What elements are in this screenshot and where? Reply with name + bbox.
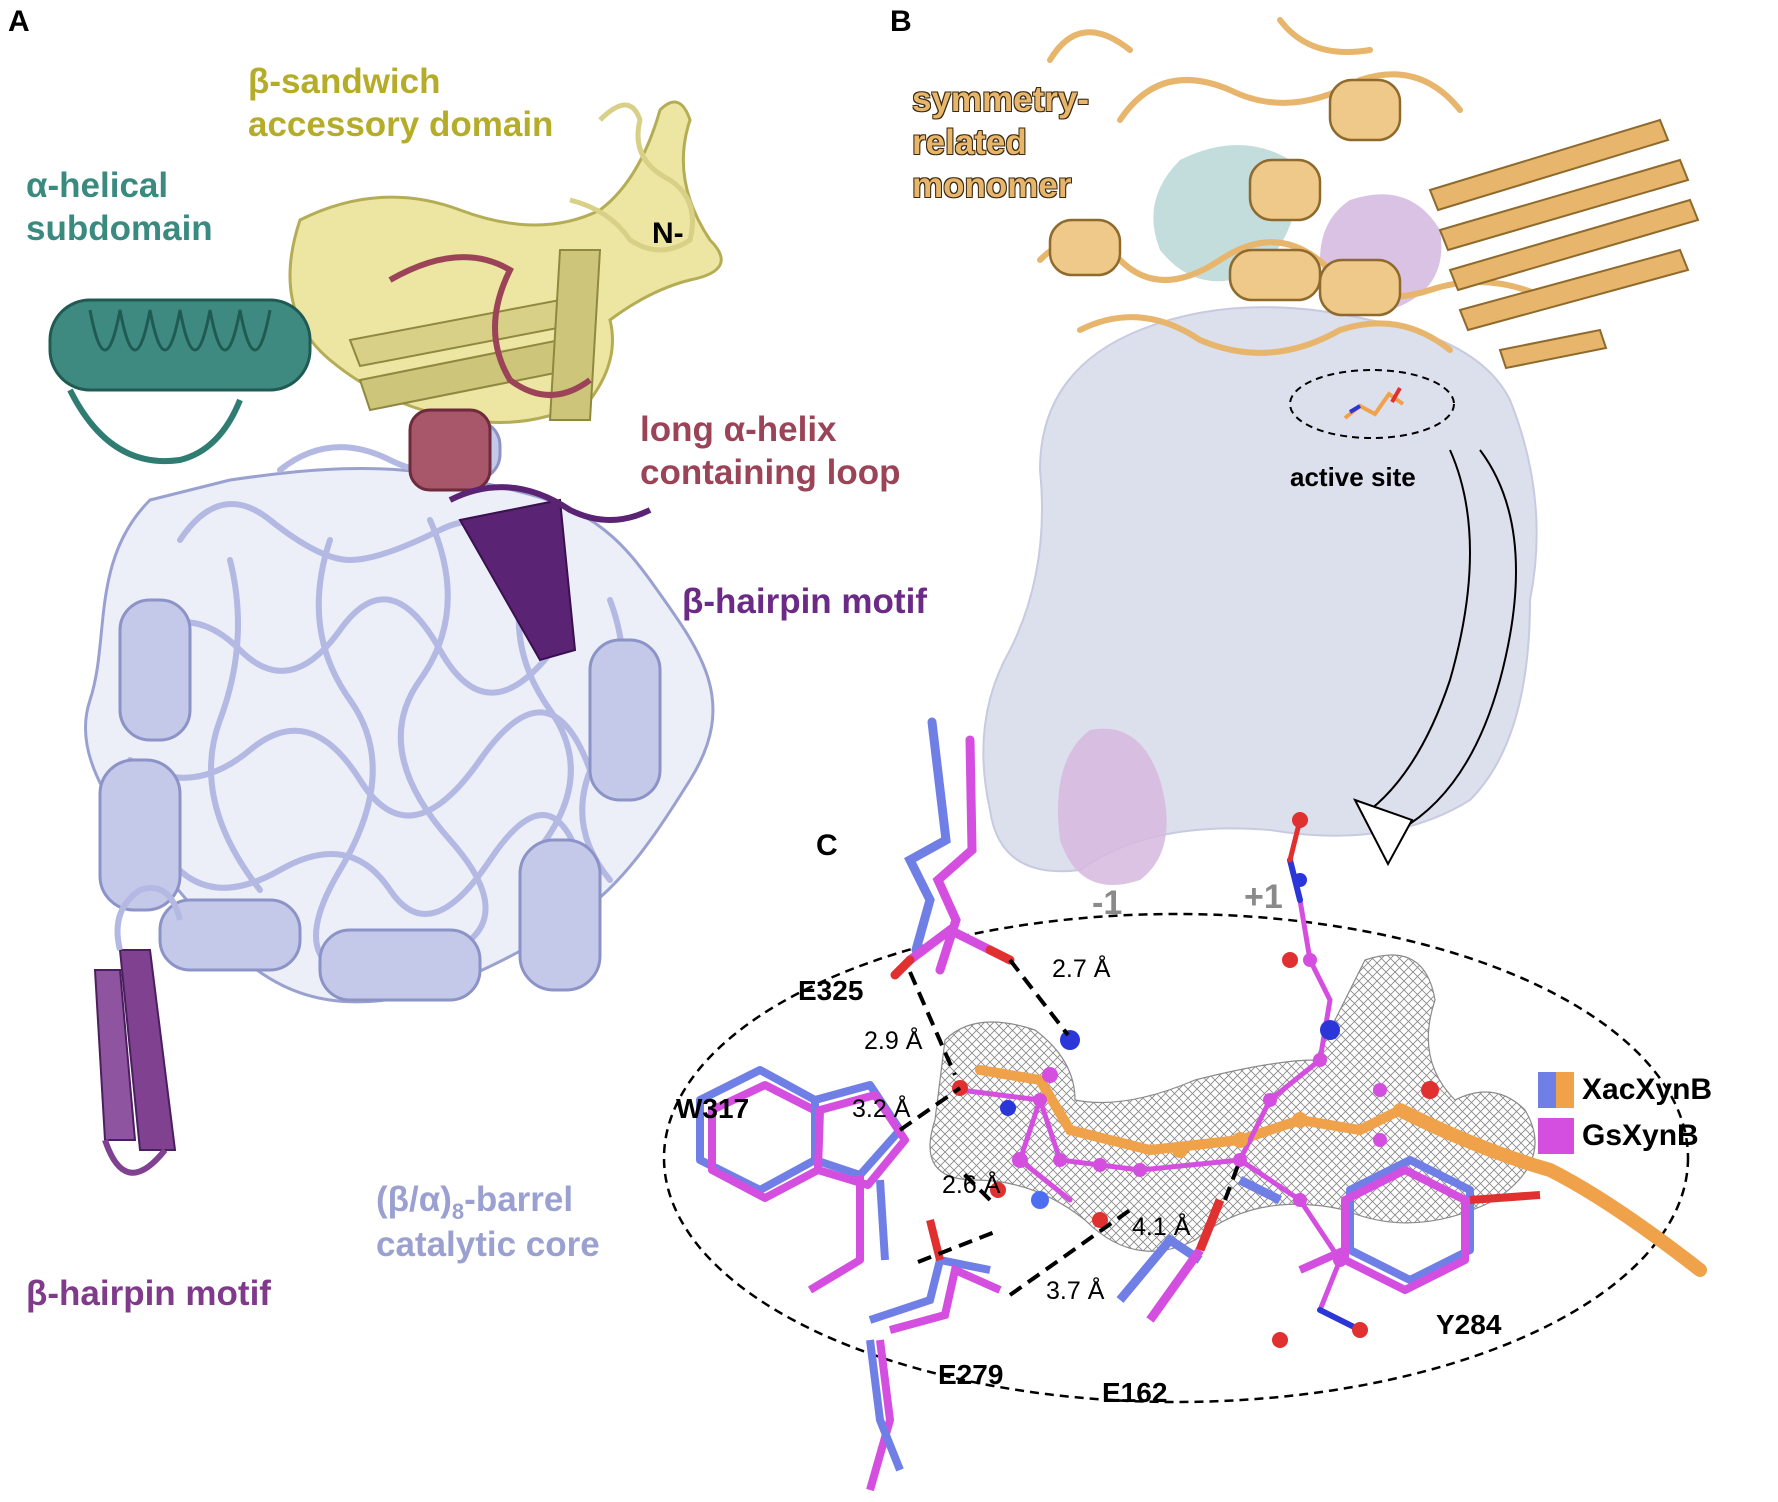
symmetry-strands (1428, 118, 1700, 370)
label-y284: Y284 (1436, 1309, 1502, 1340)
label-hairpin-top: β-hairpin motif (682, 582, 927, 621)
panel-label-c: C (816, 829, 838, 862)
symmetry-helices (1048, 78, 1402, 317)
label-distance-2-9: 2.9 Å (864, 1027, 923, 1055)
hairpin-bottom (93, 885, 183, 1176)
label-beta-sandwich: β-sandwich accessory domain (248, 62, 554, 144)
legend-swatch-xacxynb (1538, 1072, 1574, 1108)
density-mesh (929, 954, 1536, 1252)
hbond-dashes (898, 958, 1242, 1297)
label-barrel-core: (β/α)8-barrel catalytic core (376, 1180, 600, 1265)
legend-swatch-gsxynb (1538, 1118, 1574, 1154)
label-distance-4-1: 4.1 Å (1132, 1213, 1191, 1241)
e279-sticks (866, 1219, 1002, 1492)
label-n-terminus: N- (652, 217, 684, 250)
hairpin-top (448, 484, 652, 662)
barrel-helices (98, 418, 662, 1002)
zoom-arrow (1399, 449, 1517, 831)
surface-hairpin-patch (1058, 728, 1167, 885)
long-helix-loop (388, 254, 592, 492)
legend-item-gsxynb: GsXynB (1538, 1118, 1712, 1154)
active-site-zoom-ellipse (662, 912, 1690, 1404)
ligand-sticks (957, 817, 1707, 1333)
label-symmetry-monomer: symmetry- related monomer (912, 80, 1090, 205)
zoom-arrowhead (1352, 798, 1414, 867)
panel-b-structure (982, 17, 1700, 885)
panel-label-a: A (8, 5, 30, 38)
panel-label-b: B (890, 5, 912, 38)
label-subsite-plus1: +1 (1244, 878, 1283, 916)
active-site-marker (1289, 369, 1455, 439)
label-hairpin-bottom: β-hairpin motif (26, 1274, 271, 1313)
legend-item-xacxynb: XacXynB (1538, 1072, 1712, 1108)
helical-subdomain (48, 298, 312, 465)
label-active-site: active site (1290, 462, 1416, 492)
label-distance-2-7: 2.7 Å (1052, 955, 1111, 983)
e325-sticks (890, 717, 1015, 980)
w317-sticks (696, 1066, 909, 1294)
ligand-atoms (952, 812, 1439, 1348)
label-distance-3-2: 3.2 Å (852, 1095, 911, 1123)
label-distance-3-7: 3.7 Å (1046, 1277, 1105, 1305)
label-e162: E162 (1102, 1377, 1168, 1408)
accessory-domain (288, 100, 723, 424)
label-w317: W317 (676, 1093, 750, 1124)
label-e325: E325 (798, 975, 864, 1006)
label-long-helix: long α-helix containing loop (640, 410, 901, 492)
e162-sticks (1116, 1175, 1283, 1323)
label-subsite-minus1: -1 (1092, 884, 1123, 922)
panel-a-structure (48, 100, 723, 1176)
label-distance-2-6: 2.6 Å (942, 1171, 1001, 1199)
panel-c-structure (662, 717, 1707, 1492)
label-e279: E279 (938, 1359, 1004, 1390)
label-alpha-helical: α-helical subdomain (26, 166, 213, 248)
legend: XacXynB GsXynB (1538, 1072, 1712, 1164)
